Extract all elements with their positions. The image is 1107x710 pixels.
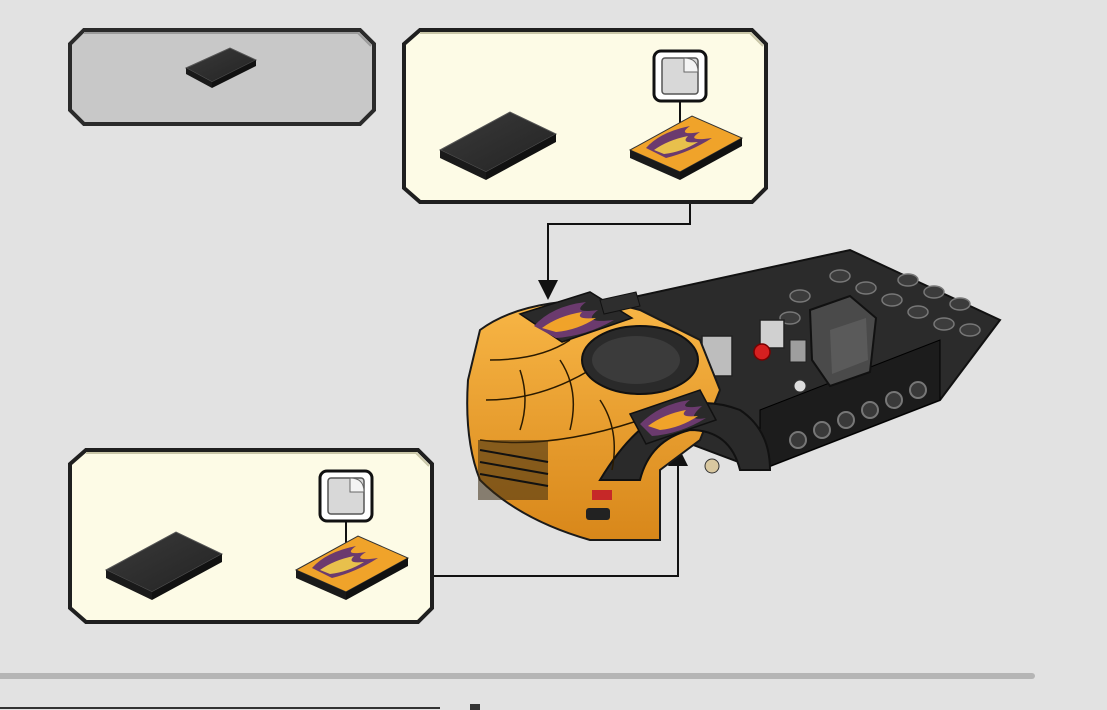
- sub-step-panel-top: [404, 30, 766, 202]
- sub-step-panel-bottom: [70, 450, 432, 622]
- instruction-arrow-icon: [548, 204, 690, 290]
- page-footer-mark: [470, 704, 480, 710]
- car-chassis-assembly-illustration: [467, 250, 1000, 540]
